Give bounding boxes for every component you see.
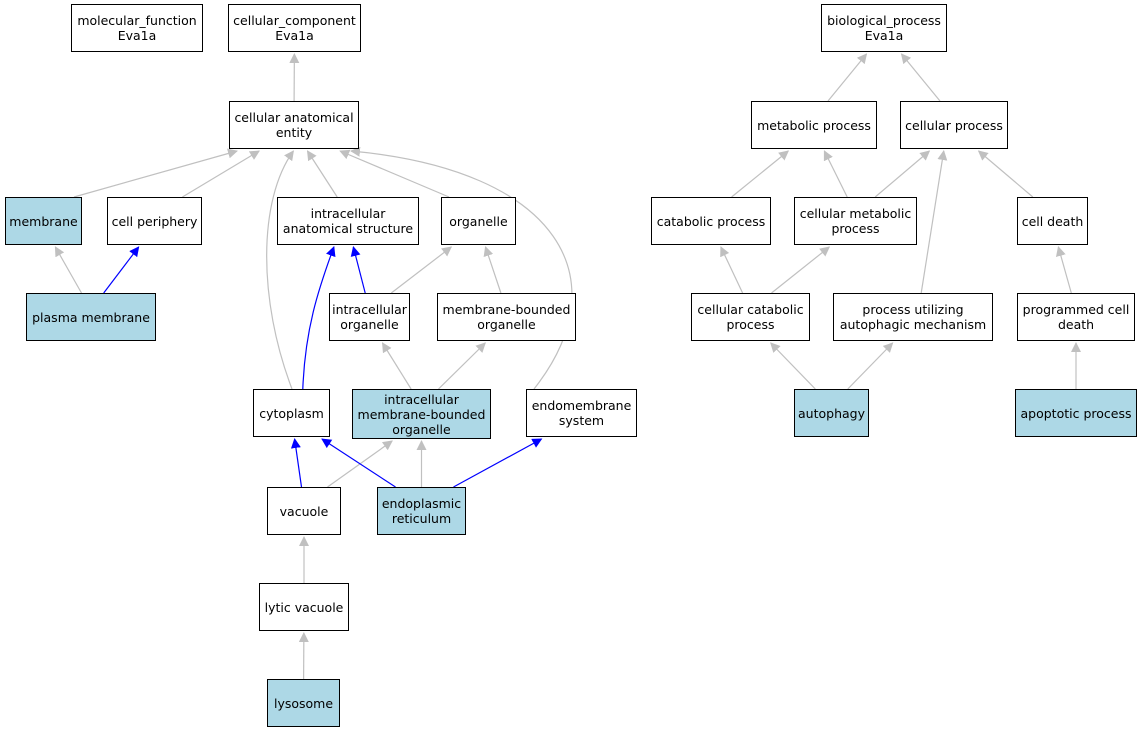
edge-process-utilizing-autophagic-mechanism-to-cellular-process (920, 150, 948, 294)
node-molecular-function[interactable]: molecular_function Eva1a (71, 4, 203, 52)
node-endoplasmic-reticulum[interactable]: endoplasmic reticulum (377, 487, 466, 535)
node-cellular-process[interactable]: cellular process (900, 101, 1008, 149)
edge-cell-periphery-to-cellular-anatomical-entity (182, 150, 260, 198)
node-intracellular-anatomical-structure[interactable]: intracellular anatomical structure (277, 197, 419, 245)
node-lytic-vacuole[interactable]: lytic vacuole (259, 583, 349, 631)
node-organelle[interactable]: organelle (441, 197, 516, 245)
node-biological-process[interactable]: biological_process Eva1a (821, 4, 947, 52)
edge-membrane-to-cellular-anatomical-entity (73, 148, 238, 198)
node-cellular-component[interactable]: cellular_component Eva1a (228, 4, 361, 52)
node-vacuole[interactable]: vacuole (267, 487, 341, 535)
edge-cellular-catabolic-process-to-cellular-metabolic-process (771, 246, 831, 294)
edge-intracellular-organelle-to-intracellular-anatomical-structure (350, 246, 366, 294)
edge-catabolic-process-to-metabolic-process (731, 150, 790, 198)
node-cellular-catabolic-process[interactable]: cellular catabolic process (691, 293, 810, 341)
edge-endoplasmic-reticulum-to-endomembrane-system (453, 438, 543, 488)
edge-cellular-process-to-biological-process (900, 53, 941, 102)
node-cellular-anatomical-entity[interactable]: cellular anatomical entity (229, 101, 359, 149)
node-intracellular-organelle[interactable]: intracellular organelle (329, 293, 410, 341)
node-catabolic-process[interactable]: catabolic process (651, 197, 771, 245)
node-autophagy[interactable]: autophagy (794, 389, 869, 437)
node-membrane-bounded-organelle[interactable]: membrane-bounded organelle (437, 293, 576, 341)
edge-metabolic-process-to-biological-process (827, 53, 868, 102)
edge-cellular-catabolic-process-to-catabolic-process (720, 246, 744, 294)
node-cell-death[interactable]: cell death (1017, 197, 1088, 245)
edge-cellular-metabolic-process-to-cellular-process (874, 150, 931, 198)
edge-intracellular-membrane-bounded-organelle-to-intracellular-organelle (381, 342, 412, 390)
node-cell-periphery[interactable]: cell periphery (107, 197, 202, 245)
node-metabolic-process[interactable]: metabolic process (751, 101, 877, 149)
edge-plasma-membrane-to-cell-periphery (103, 246, 140, 294)
node-membrane[interactable]: membrane (5, 197, 82, 245)
edge-autophagy-to-cellular-catabolic-process (770, 342, 816, 390)
node-apoptotic-process[interactable]: apoptotic process (1015, 389, 1137, 437)
edge-cytoplasm-to-intracellular-anatomical-structure (302, 246, 336, 390)
node-intracellular-membrane-bounded-organelle[interactable]: intracellular membrane-bounded organelle (352, 389, 491, 439)
edge-intracellular-organelle-to-organelle (390, 246, 453, 294)
edge-autophagy-to-process-utilizing-autophagic-mechanism (847, 342, 894, 390)
edge-plasma-membrane-to-membrane (54, 246, 83, 294)
edge-cellular-metabolic-process-to-metabolic-process (823, 150, 848, 198)
edge-membrane-bounded-organelle-to-organelle (483, 246, 502, 294)
edge-intracellular-anatomical-structure-to-cellular-anatomical-entity (306, 150, 338, 198)
node-process-utilizing-autophagic-mechanism[interactable]: process utilizing autophagic mechanism (833, 293, 993, 341)
node-programmed-cell-death[interactable]: programmed cell death (1017, 293, 1135, 341)
node-cytoplasm[interactable]: cytoplasm (253, 389, 330, 437)
node-plasma-membrane[interactable]: plasma membrane (26, 293, 156, 341)
edge-cell-death-to-cellular-process (977, 150, 1034, 198)
node-endomembrane-system[interactable]: endomembrane system (526, 389, 637, 437)
edge-programmed-cell-death-to-cell-death (1055, 246, 1072, 294)
edge-intracellular-membrane-bounded-organelle-to-membrane-bounded-organelle (438, 342, 486, 390)
edge-endoplasmic-reticulum-to-cytoplasm (321, 438, 396, 488)
node-cellular-metabolic-process[interactable]: cellular metabolic process (794, 197, 917, 245)
edge-organelle-to-cellular-anatomical-entity (339, 149, 450, 198)
edge-endomembrane-system-to-cellular-anatomical-entity (350, 146, 573, 390)
edge-vacuole-to-cytoplasm (290, 438, 303, 488)
node-lysosome[interactable]: lysosome (267, 679, 340, 727)
edge-cytoplasm-to-cellular-anatomical-entity (266, 150, 294, 390)
